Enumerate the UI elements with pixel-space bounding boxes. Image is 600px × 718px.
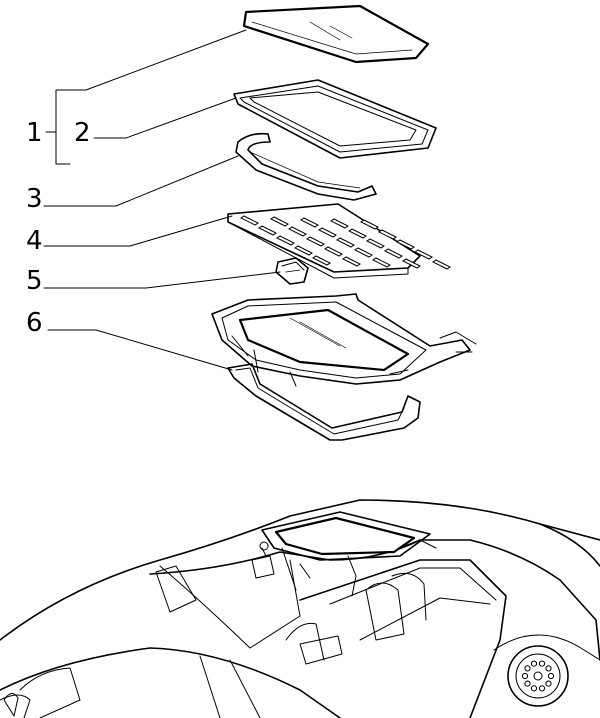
sunshade-panel xyxy=(227,203,451,279)
wheel-hole xyxy=(530,685,538,692)
wheel-hole xyxy=(545,680,552,687)
wheel-hole xyxy=(521,672,529,680)
panel-slot xyxy=(276,235,295,246)
panel-slot xyxy=(372,257,391,268)
panel-slot xyxy=(270,216,289,227)
wheel-hole xyxy=(547,672,555,680)
panel-slot xyxy=(342,256,361,267)
callout-5: 5 xyxy=(26,266,43,296)
glass-panel xyxy=(242,4,430,64)
sunroof-frame xyxy=(211,293,477,387)
panel-slot xyxy=(366,238,385,249)
panel-slot xyxy=(354,247,373,258)
wheel-center xyxy=(533,671,543,681)
wheel-hole xyxy=(538,660,546,667)
deflector xyxy=(235,132,377,201)
panel-slot xyxy=(336,237,355,248)
leader-lines xyxy=(43,29,281,371)
panel-slot xyxy=(396,239,415,250)
panel-slot xyxy=(378,229,397,240)
panel-slot xyxy=(300,217,319,228)
callout-numbers: 1 2 3 4 5 6 xyxy=(26,118,91,338)
panel-slot xyxy=(294,245,313,256)
outer-seal xyxy=(233,79,437,159)
panel-slot xyxy=(312,255,331,266)
wheel-hole xyxy=(530,660,538,667)
panel-slot xyxy=(414,249,433,260)
panel-slot xyxy=(402,258,421,269)
panel-slot xyxy=(360,219,379,230)
wheel-hole xyxy=(538,685,546,692)
car-illustration xyxy=(0,499,600,718)
callout-2: 2 xyxy=(74,118,91,148)
callout-1: 1 xyxy=(26,118,43,148)
wheel-hole xyxy=(524,680,531,687)
panel-slot xyxy=(288,226,307,237)
wheel-hole xyxy=(545,665,552,672)
panel-slot xyxy=(330,218,349,229)
panel-slot xyxy=(240,215,259,226)
panel-slot xyxy=(306,236,325,247)
callout-4: 4 xyxy=(26,226,43,256)
callout-6: 6 xyxy=(26,308,43,338)
panel-slot xyxy=(258,225,277,236)
drain-seal xyxy=(227,363,421,441)
panel-slot xyxy=(348,228,367,239)
wheel-hole xyxy=(524,665,531,672)
panel-slot xyxy=(432,259,451,270)
panel-slot xyxy=(384,248,403,259)
panel-slot xyxy=(318,227,337,238)
callout-3: 3 xyxy=(26,184,43,214)
panel-slot xyxy=(324,246,343,257)
